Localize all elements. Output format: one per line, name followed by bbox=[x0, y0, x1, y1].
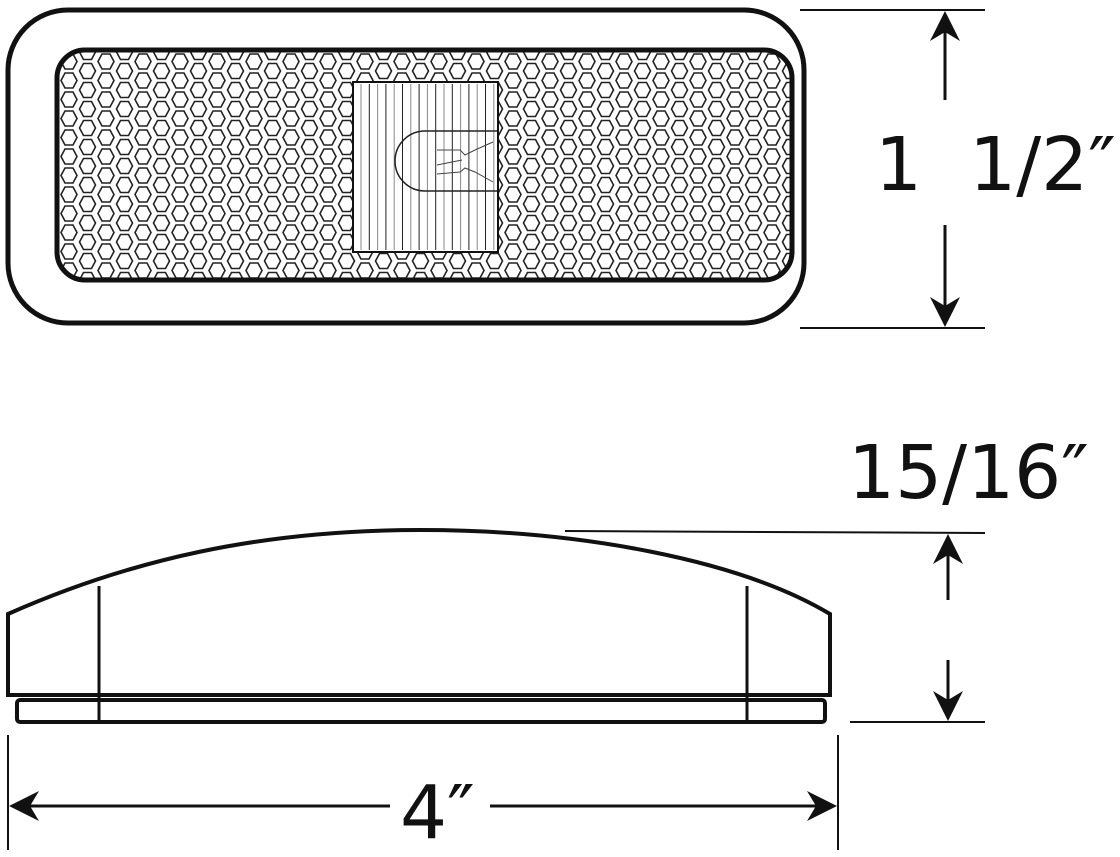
depth-label: 15/16″ bbox=[848, 430, 1089, 516]
side-view bbox=[6, 527, 832, 724]
length-dimension: 4″ bbox=[7, 735, 839, 856]
height-label: 1 1/2″ bbox=[875, 122, 1116, 208]
length-label: 4″ bbox=[400, 770, 475, 856]
height-dimension: 1 1/2″ bbox=[800, 9, 1116, 329]
lamp-window bbox=[352, 81, 499, 253]
depth-dimension: 15/16″ bbox=[564, 430, 1089, 723]
top-view bbox=[5, 7, 807, 326]
bulb-icon bbox=[394, 130, 497, 192]
